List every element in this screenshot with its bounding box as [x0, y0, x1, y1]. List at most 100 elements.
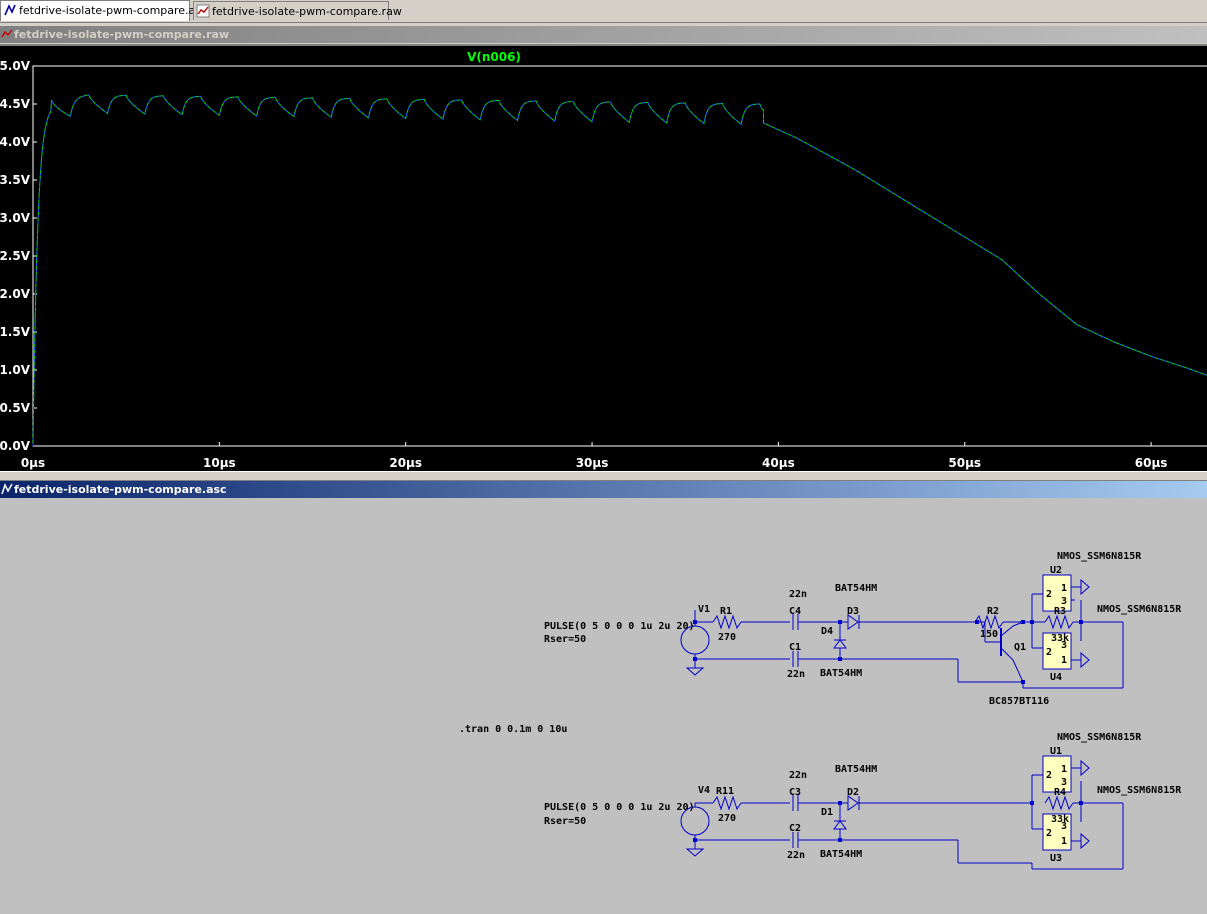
c3-name: C3: [789, 787, 801, 798]
diode-d1[interactable]: [833, 820, 847, 830]
u3-pin1: 1: [1061, 836, 1067, 847]
c4-value: 22n: [789, 589, 807, 600]
d4-name: D4: [821, 626, 833, 637]
mosfet-u3[interactable]: [1042, 813, 1072, 851]
mosfet-u4[interactable]: [1042, 632, 1072, 670]
r1-value: 270: [718, 632, 736, 643]
d2-model: BAT54HM: [835, 764, 877, 775]
y-tick-label: 0.5V: [0, 401, 31, 415]
resistor-r2[interactable]: [974, 614, 1004, 630]
y-tick-label: 5.0V: [0, 59, 31, 73]
q1-name: Q1: [1014, 642, 1026, 653]
x-tick-label: 20µs: [389, 456, 422, 470]
r2-value: 150: [980, 629, 998, 640]
source-rser: Rser=50: [544, 634, 586, 645]
schematic-icon: [4, 4, 16, 16]
u2-name: U2: [1050, 565, 1062, 576]
y-tick-label: 3.0V: [0, 211, 31, 225]
resistor-r11[interactable]: [712, 795, 742, 811]
u4-pin2: 2: [1046, 647, 1052, 658]
c4-name: C4: [789, 606, 801, 617]
d2-name: D2: [847, 787, 859, 798]
port-arrow-icon: [1080, 832, 1090, 850]
waveform-icon: [196, 4, 210, 18]
mosfet-u1[interactable]: [1042, 755, 1072, 793]
u2-pin2: 2: [1046, 589, 1052, 600]
u3-model: NMOS_SSM6N815R: [1097, 785, 1182, 796]
d4-model: BAT54HM: [820, 668, 862, 679]
source-value: PULSE(0 5 0 0 0 1u 2u 20): [544, 802, 695, 813]
y-tick-label: 3.5V: [0, 173, 31, 187]
port-arrow-icon: [1080, 578, 1090, 596]
r4-name: R4: [1054, 787, 1066, 798]
u1-name: U1: [1050, 746, 1062, 757]
waveform-window-titlebar[interactable]: fetdrive-isolate-pwm-compare.raw: [0, 26, 1207, 43]
u1-pin1: 1: [1061, 764, 1067, 775]
source-value: PULSE(0 5 0 0 0 1u 2u 20): [544, 621, 695, 632]
tab-label: fetdrive-isolate-pwm-compare.asc: [19, 4, 208, 17]
y-tick-label: 1.5V: [0, 325, 31, 339]
trace-label[interactable]: V(n006): [467, 50, 521, 64]
x-tick-label: 40µs: [762, 456, 795, 470]
u3-name: U3: [1050, 853, 1062, 864]
c1-name: C1: [789, 642, 801, 653]
y-axis-ticks: 0.0V0.5V1.0V1.5V2.0V2.5V3.0V3.5V4.0V4.5V…: [0, 59, 37, 453]
diode-d4[interactable]: [833, 639, 847, 649]
schematic-icon: [1, 483, 13, 495]
resistor-r1[interactable]: [712, 614, 742, 630]
resistor-r3[interactable]: [1044, 614, 1074, 630]
u1-model: NMOS_SSM6N815R: [1057, 732, 1142, 743]
pane-splitter[interactable]: [0, 471, 1207, 481]
d3-name: D3: [847, 606, 859, 617]
ground-icon: [685, 848, 705, 857]
circuit-bottom-labels: PULSE(0 5 0 0 0 1u 2u 20) Rser=50 V4 R11…: [544, 732, 1182, 864]
circuit-top-nodes: [693, 620, 1083, 684]
u2-pin1: 1: [1061, 583, 1067, 594]
source-name: V1: [698, 604, 710, 615]
c2-name: C2: [789, 823, 801, 834]
y-tick-label: 0.0V: [0, 439, 31, 453]
y-tick-label: 4.0V: [0, 135, 31, 149]
port-arrow-icon: [1080, 759, 1090, 777]
document-tab-strip: fetdrive-isolate-pwm-compare.asc fetdriv…: [0, 0, 1207, 23]
y-tick-label: 4.5V: [0, 97, 31, 111]
d3-model: BAT54HM: [835, 583, 877, 594]
u2-model: NMOS_SSM6N815R: [1057, 551, 1142, 562]
spice-directive[interactable]: .tran 0 0.1m 0 10u: [459, 724, 567, 735]
r11-name: R11: [716, 786, 734, 797]
u3-pin2: 2: [1046, 828, 1052, 839]
x-tick-label: 50µs: [948, 456, 981, 470]
u2-pin3: 3: [1061, 596, 1067, 607]
waveform-chart[interactable]: 0.0V0.5V1.0V1.5V2.0V2.5V3.0V3.5V4.0V4.5V…: [0, 46, 1207, 471]
x-tick-label: 0µs: [21, 456, 45, 470]
d1-name: D1: [821, 807, 833, 818]
diode-d2[interactable]: [847, 795, 859, 811]
r3-name: R3: [1054, 606, 1066, 617]
ground-icon: [685, 667, 705, 676]
mosfet-u2[interactable]: [1042, 574, 1072, 612]
trace-series-1[interactable]: [32, 94, 1207, 447]
u4-pin1: 1: [1061, 655, 1067, 666]
window-title: fetdrive-isolate-pwm-compare.asc: [14, 483, 227, 496]
resistor-r4[interactable]: [1044, 795, 1074, 811]
circuit-top-labels: PULSE(0 5 0 0 0 1u 2u 20) Rser=50 V1 R1 …: [544, 551, 1182, 707]
c3-value: 22n: [789, 770, 807, 781]
trace-series-0[interactable]: [32, 94, 1207, 447]
tab-schematic[interactable]: fetdrive-isolate-pwm-compare.asc: [0, 0, 207, 21]
y-tick-label: 1.0V: [0, 363, 31, 377]
waveform-icon: [1, 29, 13, 38]
tab-waveform[interactable]: fetdrive-isolate-pwm-compare.raw: [193, 1, 402, 20]
x-tick-label: 10µs: [203, 456, 236, 470]
r11-value: 270: [718, 813, 736, 824]
diode-d3[interactable]: [847, 614, 859, 630]
tab-label: fetdrive-isolate-pwm-compare.raw: [212, 5, 402, 18]
u4-model: NMOS_SSM6N815R: [1097, 604, 1182, 615]
u4-pin3: 3: [1061, 640, 1067, 651]
plot-frame: [32, 65, 1207, 447]
schematic-window-titlebar[interactable]: fetdrive-isolate-pwm-compare.asc: [0, 481, 1207, 498]
circuit-top: [680, 574, 1124, 689]
schematic-canvas[interactable]: PULSE(0 5 0 0 0 1u 2u 20) Rser=50 V1 R1 …: [0, 498, 1207, 914]
schematic-drawing[interactable]: PULSE(0 5 0 0 0 1u 2u 20) Rser=50 V1 R1 …: [0, 498, 1207, 914]
